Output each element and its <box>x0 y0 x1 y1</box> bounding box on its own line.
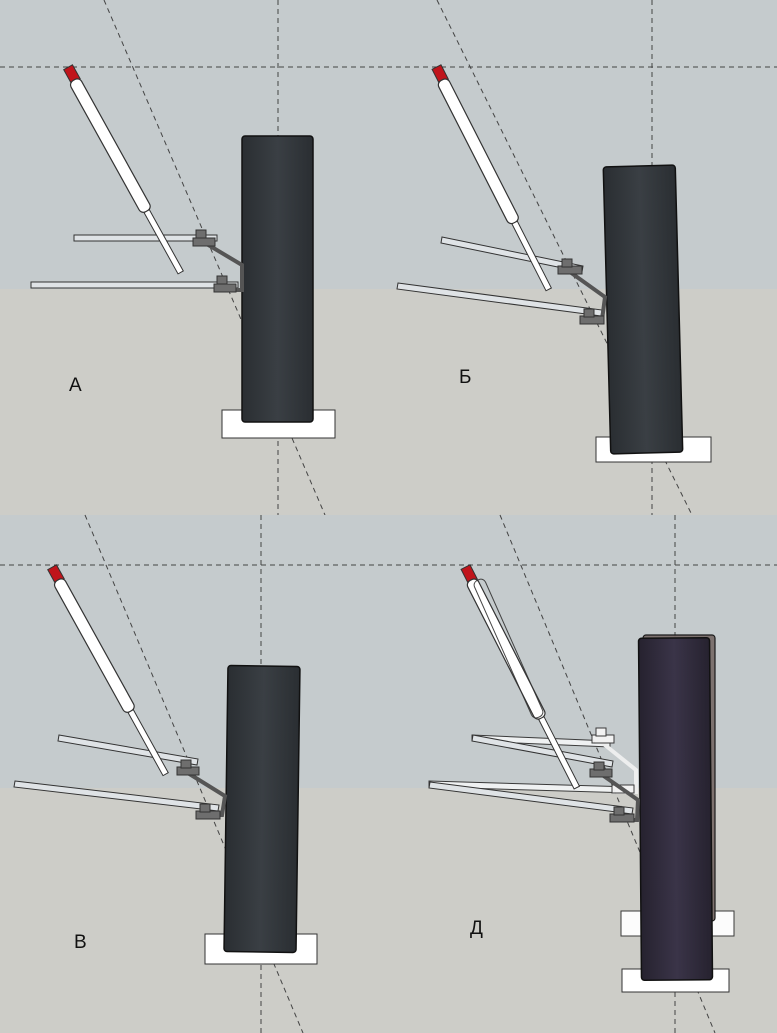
diagonal-guide-line <box>103 0 326 516</box>
wheel-shape <box>223 664 301 954</box>
wheel-shape <box>602 164 684 455</box>
panel-label-v: В <box>74 932 87 953</box>
panel-label-d: Д <box>470 918 483 939</box>
panel-d: Д <box>428 514 735 1033</box>
shock-absorber-shape <box>63 64 184 275</box>
control-arm-shape <box>30 229 244 293</box>
wheel-shape <box>241 135 314 423</box>
shock-absorber-shape <box>431 64 553 292</box>
panel-b: Б <box>396 0 712 516</box>
shock-absorber-shape <box>47 564 169 777</box>
panel-label-a: А <box>69 375 82 396</box>
control-arm-shape <box>396 236 608 325</box>
panel-label-b: Б <box>459 367 471 388</box>
control-arm-shape <box>428 734 641 823</box>
control-arm-shape <box>13 734 228 820</box>
ghost-shock-absorber-shape <box>473 578 544 719</box>
wheel-shape <box>637 636 714 982</box>
